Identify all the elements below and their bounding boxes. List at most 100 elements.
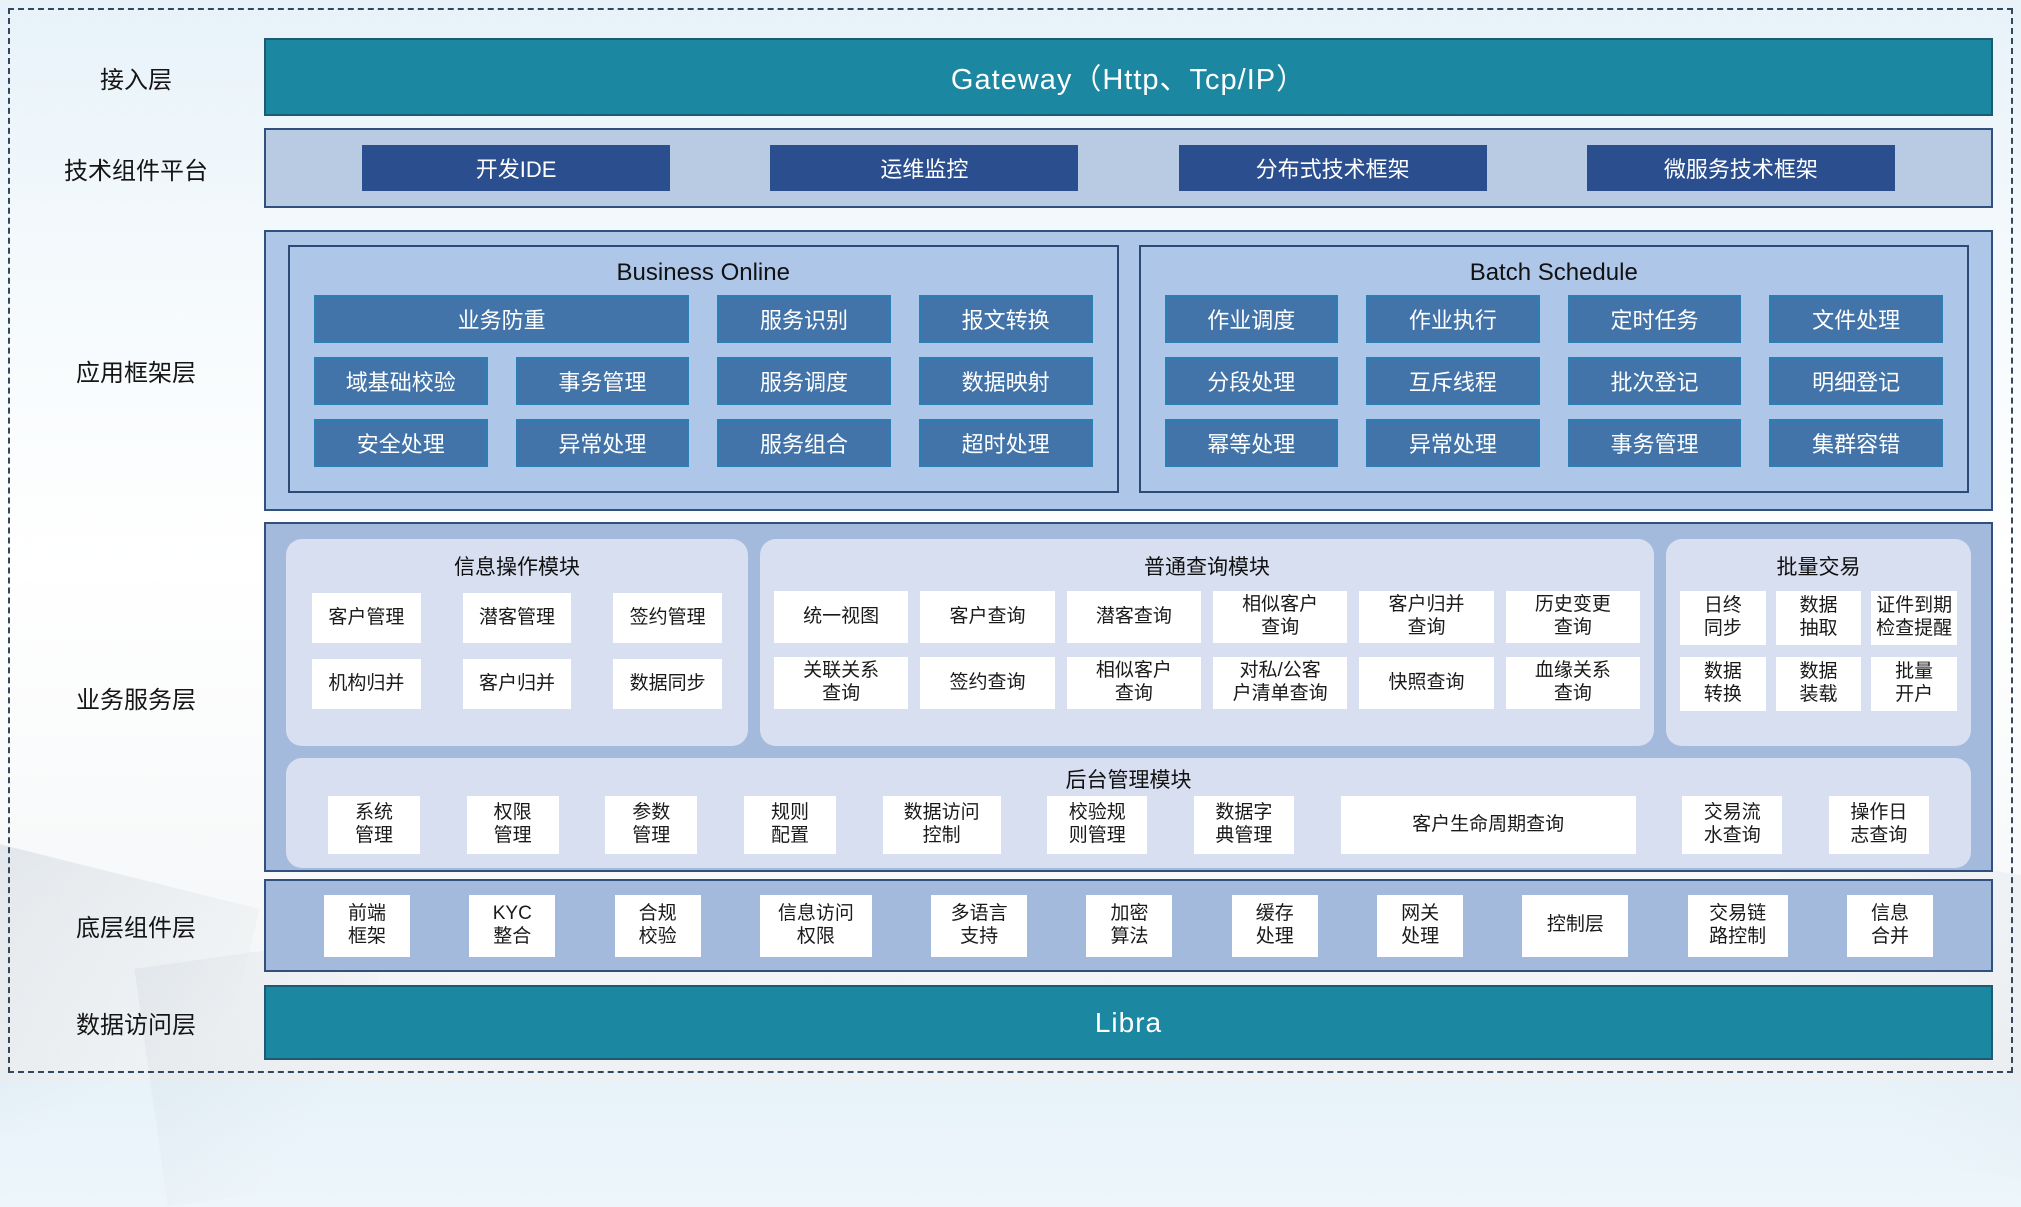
batch-trade-chip: 日终 同步: [1680, 591, 1766, 645]
batch-schedule-item: 异常处理: [1366, 419, 1540, 467]
business-online-item: 报文转换: [918, 295, 1093, 343]
business-online-item: 服务调度: [717, 357, 891, 405]
base-components-row: 底层组件层 前端 框架 KYC 整合 合规 校验 信息访问 权限 多语言 支持 …: [8, 879, 2013, 972]
admin-module-chip: 权限 管理: [466, 796, 559, 854]
business-online-item: 服务组合: [717, 419, 891, 467]
base-component-chip: 缓存 处理: [1231, 894, 1318, 957]
tech-platform-row: 技术组件平台 开发IDE 运维监控 分布式技术框架 微服务技术框架: [8, 128, 2013, 208]
query-module-chip: 相似客户 查询: [1066, 657, 1201, 709]
business-online-box: Business Online 业务防重 服务识别 报文转换 域基础校验 事务管…: [288, 245, 1119, 493]
query-module-chip: 客户归并 查询: [1359, 591, 1494, 643]
query-module-chip: 客户查询: [920, 591, 1055, 643]
service-top-panels: 信息操作模块 客户管理 潜客管理 签约管理 机构归并 客户归并 数据同步 普通查…: [286, 539, 1971, 746]
info-operation-title: 信息操作模块: [454, 556, 580, 579]
business-online-item: 超时处理: [918, 419, 1093, 467]
batch-trade-chip: 证件到期 检查提醒: [1871, 591, 1957, 645]
admin-module-title: 后台管理模块: [1065, 769, 1192, 792]
business-online-item: 事务管理: [515, 357, 690, 405]
business-online-title: Business Online: [616, 259, 790, 286]
business-service-container: 信息操作模块 客户管理 潜客管理 签约管理 机构归并 客户归并 数据同步 普通查…: [264, 522, 1993, 872]
business-online-item: 服务识别: [717, 295, 891, 343]
layer-label-access: 接入层: [100, 66, 172, 94]
base-component-chip: 多语言 支持: [931, 894, 1028, 957]
tech-platform-button: 开发IDE: [362, 145, 671, 191]
info-module-chip: 客户管理: [312, 593, 421, 643]
query-module-chip: 血缘关系 查询: [1505, 657, 1640, 709]
info-module-chip: 潜客管理: [462, 593, 572, 643]
batch-schedule-item: 互斥线程: [1366, 357, 1540, 405]
query-module-chip: 签约查询: [920, 657, 1055, 709]
admin-module-chip: 系统 管理: [328, 796, 420, 854]
batch-trade-chip: 数据 装载: [1775, 657, 1862, 711]
base-component-chip: 交易链 路控制: [1687, 894, 1788, 957]
query-module-chip: 对私/公客 户清单查询: [1212, 657, 1348, 709]
info-operation-panel: 信息操作模块 客户管理 潜客管理 签约管理 机构归并 客户归并 数据同步: [286, 539, 748, 746]
admin-module-chip: 数据访问 控制: [882, 796, 1001, 854]
admin-module-chip: 操作日 志查询: [1828, 796, 1929, 854]
info-module-chip: 签约管理: [613, 593, 722, 643]
batch-trade-chip: 数据 转换: [1680, 657, 1766, 711]
info-module-chip: 机构归并: [312, 659, 421, 709]
admin-module-chip: 数据字 典管理: [1193, 796, 1294, 854]
tech-platform-button: 分布式技术框架: [1178, 145, 1487, 191]
base-component-chip: 前端 框架: [324, 894, 410, 957]
gateway-banner: Gateway（Http、Tcp/IP）: [264, 38, 1993, 116]
admin-module-row: 系统 管理 权限 管理 参数 管理 规则 配置 数据访问 控制 校验规 则管理 …: [328, 796, 1929, 854]
query-module-chip: 相似客户 查询: [1212, 591, 1348, 643]
business-online-item: 数据映射: [918, 357, 1093, 405]
business-online-grid: 业务防重 服务识别 报文转换 域基础校验 事务管理 服务调度 数据映射 安全处理…: [314, 295, 1093, 467]
batch-schedule-item: 文件处理: [1769, 295, 1943, 343]
base-component-chip: 加密 算法: [1086, 894, 1173, 957]
libra-banner: Libra: [264, 985, 1993, 1060]
base-component-chip: 合规 校验: [614, 894, 701, 957]
query-module-chip: 潜客查询: [1066, 591, 1201, 643]
layer-label-tech-platform: 技术组件平台: [64, 157, 208, 185]
batch-schedule-item: 批次登记: [1567, 357, 1742, 405]
query-module-chip: 历史变更 查询: [1505, 591, 1640, 643]
batch-schedule-item: 集群容错: [1769, 419, 1943, 467]
batch-trade-panel: 批量交易 日终 同步 数据 抽取 证件到期 检查提醒 数据 转换 数据 装载 批…: [1666, 539, 1971, 746]
business-online-item: 域基础校验: [314, 357, 488, 405]
base-component-chip: 网关 处理: [1377, 894, 1464, 957]
common-query-title: 普通查询模块: [1144, 556, 1270, 579]
batch-schedule-grid: 作业调度 作业执行 定时任务 文件处理 分段处理 互斥线程 批次登记 明细登记 …: [1164, 295, 1943, 467]
batch-schedule-item: 作业调度: [1164, 295, 1339, 343]
batch-schedule-item: 作业执行: [1366, 295, 1540, 343]
base-component-chip: 信息访问 权限: [759, 894, 872, 957]
business-online-item: 安全处理: [314, 419, 488, 467]
batch-schedule-item: 分段处理: [1164, 357, 1339, 405]
layer-label-app-framework: 应用框架层: [76, 360, 196, 387]
tech-platform-container: 开发IDE 运维监控 分布式技术框架 微服务技术框架: [264, 128, 1993, 208]
batch-trade-chip: 数据 抽取: [1775, 591, 1862, 645]
architecture-diagram: 接入层 Gateway（Http、Tcp/IP） 技术组件平台 开发IDE 运维…: [8, 8, 2013, 1073]
batch-schedule-title: Batch Schedule: [1469, 259, 1638, 286]
base-components-container: 前端 框架 KYC 整合 合规 校验 信息访问 权限 多语言 支持 加密 算法 …: [264, 879, 1993, 972]
info-module-chip: 客户归并: [462, 659, 572, 709]
layer-label-business-service: 业务服务层: [76, 686, 196, 714]
batch-trade-grid: 日终 同步 数据 抽取 证件到期 检查提醒 数据 转换 数据 装载 批量 开户: [1666, 591, 1971, 711]
app-framework-container: Business Online 业务防重 服务识别 报文转换 域基础校验 事务管…: [264, 230, 1993, 511]
common-query-grid: 统一视图 客户查询 潜客查询 相似客户 查询 客户归并 查询 历史变更 查询 关…: [760, 591, 1654, 709]
admin-module-chip: 规则 配置: [743, 796, 836, 854]
admin-module-panel: 后台管理模块 系统 管理 权限 管理 参数 管理 规则 配置 数据访问 控制 校…: [286, 758, 1971, 868]
admin-module-chip: 参数 管理: [605, 796, 698, 854]
layer-label-base-components: 底层组件层: [76, 915, 196, 942]
info-operation-grid: 客户管理 潜客管理 签约管理 机构归并 客户归并 数据同步: [286, 591, 748, 711]
query-module-chip: 快照查询: [1359, 657, 1494, 709]
query-module-chip: 统一视图: [774, 591, 909, 643]
base-component-chip: 信息 合并: [1846, 894, 1933, 957]
query-module-chip: 关联关系 查询: [774, 657, 909, 709]
info-module-chip: 数据同步: [613, 659, 722, 709]
tech-platform-button: 微服务技术框架: [1586, 145, 1895, 191]
data-access-row: 数据访问层 Libra: [8, 985, 2013, 1060]
access-layer-row: 接入层 Gateway（Http、Tcp/IP）: [8, 38, 2013, 116]
admin-module-chip: 客户生命周期查询: [1340, 796, 1636, 854]
app-framework-row: 应用框架层 Business Online 业务防重 服务识别 报文转换 域基础…: [8, 230, 2013, 511]
batch-schedule-item: 事务管理: [1567, 419, 1742, 467]
batch-schedule-item: 幂等处理: [1164, 419, 1339, 467]
batch-schedule-item: 定时任务: [1567, 295, 1742, 343]
business-service-row: 业务服务层 信息操作模块 客户管理 潜客管理 签约管理 机构归并 客户归并 数据…: [8, 522, 2013, 872]
base-component-chip: 控制层: [1522, 894, 1629, 957]
business-online-item: 异常处理: [515, 419, 690, 467]
layer-label-data-access: 数据访问层: [76, 1012, 196, 1039]
